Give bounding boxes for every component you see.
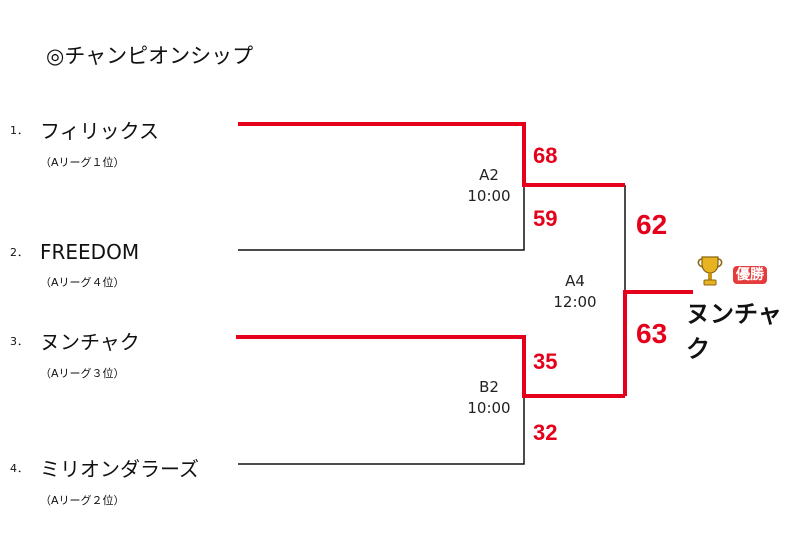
team-seed: 4．	[10, 461, 28, 475]
score-final-a2-winner: 62	[636, 209, 668, 240]
bracket-line-felix	[238, 122, 625, 187]
team-seed: 2．	[10, 246, 28, 259]
score-final-b2-winner: 63	[636, 318, 668, 349]
match-time: 10:00	[467, 187, 511, 205]
bracket-line-final-winner	[623, 290, 693, 396]
team-seed: 1．	[10, 123, 28, 137]
score-millionaires: 32	[533, 420, 558, 445]
page-title: ◎チャンピオンシップ	[46, 44, 254, 68]
match-a2-info: A2 10:00	[462, 165, 516, 207]
team-entry-3: 3． ヌンチャク （Aリーグ３位）	[10, 326, 140, 381]
match-id: A4	[565, 272, 585, 290]
team-league-rank: （Aリーグ２位）	[40, 494, 125, 507]
bracket-line-nunchaku	[236, 335, 625, 398]
bracket-line-millionaires	[238, 396, 525, 465]
team-name: ミリオンダラーズ	[40, 457, 199, 481]
team-seed: 3．	[10, 334, 28, 348]
bracket-line-freedom	[238, 185, 525, 251]
team-league-rank: （Aリーグ４位）	[40, 276, 125, 289]
score-nunchaku: 35	[533, 349, 558, 374]
match-a4-info: A4 12:00	[545, 271, 605, 313]
champion-badge: 優勝	[733, 266, 767, 284]
match-time: 12:00	[553, 293, 597, 311]
team-entry-1: 1． フィリックス （Aリーグ１位）	[10, 115, 159, 170]
match-b2-info: B2 10:00	[462, 377, 516, 419]
match-id: B2	[479, 378, 499, 396]
team-entry-4: 4． ミリオンダラーズ （Aリーグ２位）	[10, 453, 199, 508]
trophy-icon	[697, 256, 723, 286]
score-felix: 68	[533, 143, 558, 168]
score-freedom: 59	[533, 206, 558, 231]
match-id: A2	[479, 166, 499, 184]
team-league-rank: （Aリーグ１位）	[40, 156, 125, 169]
match-time: 10:00	[467, 399, 511, 417]
team-name: FREEDOM	[40, 240, 140, 264]
team-entry-2: 2． FREEDOM （Aリーグ４位）	[10, 240, 139, 290]
team-name: フィリックス	[40, 119, 159, 143]
team-name: ヌンチャク	[40, 330, 140, 354]
team-league-rank: （Aリーグ３位）	[40, 367, 125, 380]
champion-name: ヌンチャク	[686, 300, 782, 363]
